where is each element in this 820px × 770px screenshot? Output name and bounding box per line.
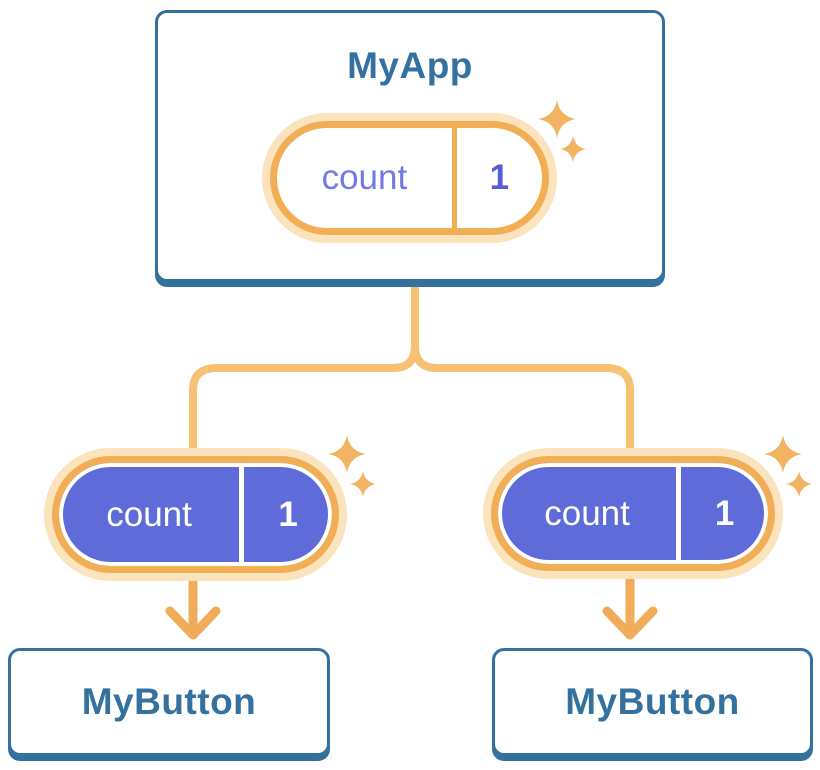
component-card-mybutton-right: MyButton — [492, 648, 813, 756]
state-label: count — [544, 493, 630, 533]
component-title: MyApp — [347, 45, 473, 86]
state-pill-root: count 1 — [262, 100, 586, 243]
pill-outer-ring: count 1 — [44, 448, 347, 581]
connector-trunk-left-branch — [189, 277, 419, 456]
state-pill-child-right: count 1 — [483, 435, 812, 579]
component-card-mybutton-left: MyButton — [8, 648, 330, 756]
pill-divider — [676, 463, 682, 564]
state-label: count — [321, 158, 408, 197]
pill-divider — [239, 463, 245, 566]
pill-divider — [451, 128, 457, 228]
pill-body: count 1 — [270, 121, 549, 235]
state-value: 1 — [278, 494, 298, 534]
component-title: MyButton — [81, 681, 257, 722]
state-pill-child-left: count 1 — [44, 435, 376, 581]
pill-outer-ring: count 1 — [483, 448, 783, 579]
arrow-down-icon — [602, 573, 658, 640]
state-label: count — [106, 494, 192, 534]
arrow-down-icon — [165, 573, 221, 640]
component-title: MyButton — [565, 681, 740, 722]
pill-outer-ring: count 1 — [262, 113, 557, 243]
state-value: 1 — [489, 158, 510, 197]
connector-trunk-right-branch — [411, 277, 634, 456]
pill-body: count 1 — [52, 456, 339, 573]
pill-body: count 1 — [491, 456, 775, 571]
state-value: 1 — [714, 493, 735, 533]
